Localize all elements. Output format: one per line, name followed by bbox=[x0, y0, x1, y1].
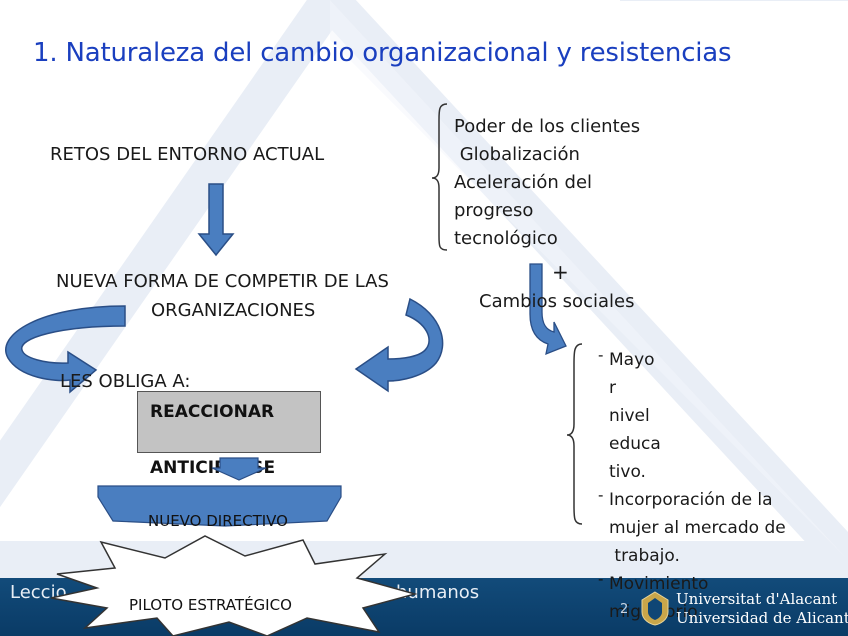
footer-text-end: humanos bbox=[396, 582, 480, 603]
social-line: Movimiento bbox=[609, 574, 709, 594]
down-arrow-small bbox=[211, 457, 267, 481]
social-line: mujer al mercado de bbox=[609, 518, 786, 538]
plus-sign: + bbox=[552, 260, 569, 284]
piloto-label: PILOTO ESTRATÉGICO bbox=[129, 596, 292, 614]
social-line: educa bbox=[609, 434, 661, 454]
social-line: trabajo. bbox=[609, 546, 680, 566]
social-line: nivel bbox=[609, 406, 650, 426]
les-obliga-label: LES OBLIGA A: bbox=[60, 371, 191, 392]
cambios-sociales-label: Cambios sociales bbox=[479, 291, 635, 312]
social-line: Mayo bbox=[609, 350, 655, 370]
factor-item: Aceleración del bbox=[454, 172, 593, 193]
nueva-forma-line1: NUEVA FORMA DE COMPETIR DE LAS bbox=[56, 271, 389, 292]
factors-list: Poder de los clientes Globalización Acel… bbox=[454, 113, 640, 253]
bullet-dash: - bbox=[598, 486, 604, 504]
nuevo-directivo-label: NUEVO DIRECTIVO bbox=[148, 512, 288, 530]
university-logo-icon bbox=[641, 591, 669, 626]
social-items: - Mayo r nivel educa tivo. - Incorporaci… bbox=[598, 346, 786, 626]
reaccionar-box bbox=[137, 391, 321, 453]
university-name: Universitat d'Alacant Universidad de Ali… bbox=[676, 590, 848, 628]
slide-title: 1. Naturaleza del cambio organizacional … bbox=[33, 38, 732, 68]
factor-item: progreso bbox=[454, 200, 534, 221]
university-line1: Universitat d'Alacant bbox=[676, 590, 838, 608]
brace-social bbox=[566, 343, 583, 525]
down-arrow-1 bbox=[197, 183, 235, 257]
bent-arrow bbox=[529, 263, 567, 356]
university-line2: Universidad de Alicante bbox=[676, 609, 848, 627]
curved-arrow-right bbox=[354, 297, 444, 393]
nuevo-directivo-arrow-box bbox=[97, 485, 342, 527]
social-line: r bbox=[609, 378, 616, 398]
bullet-dash: - bbox=[598, 570, 604, 588]
curved-arrow-left bbox=[5, 305, 126, 394]
brace-factors bbox=[431, 103, 448, 251]
reaccionar-label: REACCIONAR bbox=[150, 402, 275, 422]
factor-item: tecnológico bbox=[454, 228, 558, 249]
retos-label: RETOS DEL ENTORNO ACTUAL bbox=[50, 144, 325, 165]
social-line: Incorporación de la bbox=[609, 490, 773, 510]
bullet-dash: - bbox=[598, 346, 604, 364]
factor-item: Globalización bbox=[454, 144, 580, 165]
social-item: - Mayo r nivel educa tivo. bbox=[598, 346, 786, 486]
page-number: 2 bbox=[620, 602, 629, 617]
nueva-forma-line2: ORGANIZACIONES bbox=[151, 300, 316, 321]
piloto-starburst bbox=[50, 535, 418, 636]
factor-item: Poder de los clientes bbox=[454, 116, 641, 137]
social-item: - Incorporación de la mujer al mercado d… bbox=[598, 486, 786, 570]
social-line: tivo. bbox=[609, 462, 646, 482]
